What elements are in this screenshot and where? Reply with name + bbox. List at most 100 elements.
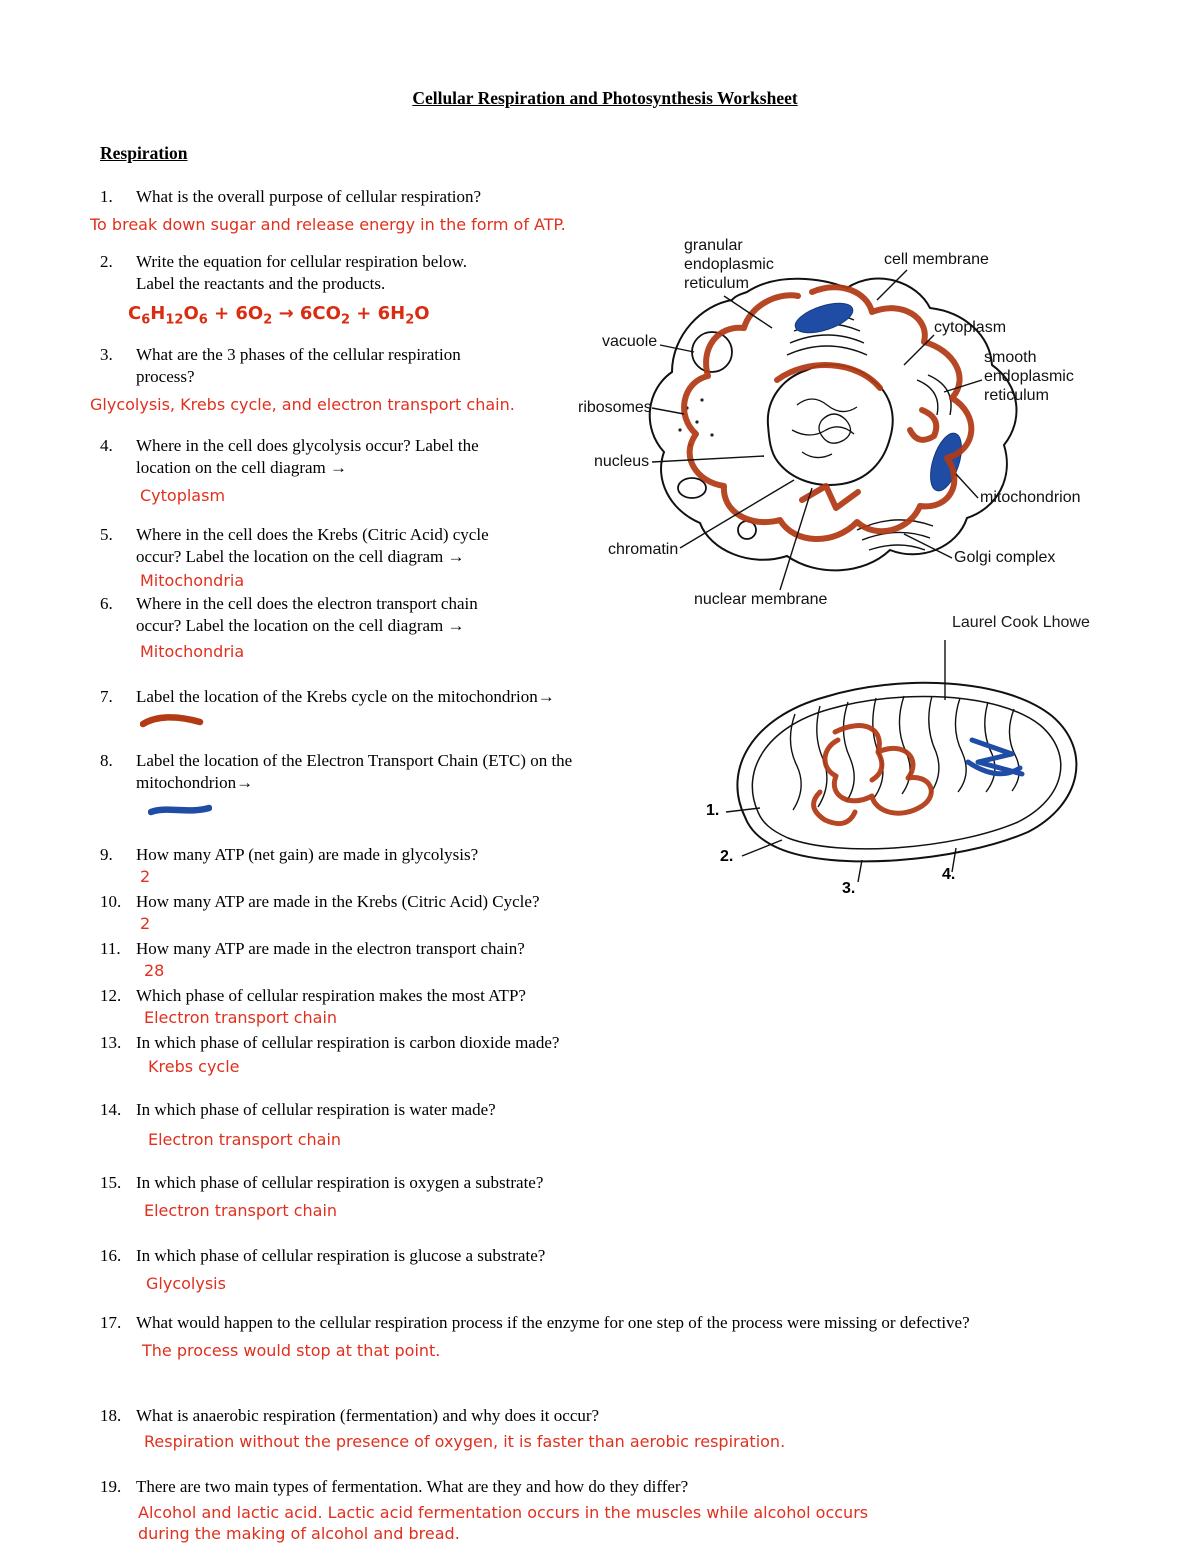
question-text: Label the location of the Electron Trans… [136,750,573,792]
question-text: How many ATP (net gain) are made in glyc… [136,844,479,864]
question-text: In which phase of cellular respiration i… [136,1172,544,1192]
question-7: 7. Label the location of the Krebs cycle… [100,686,1110,708]
answer-16: Glycolysis [146,1273,226,1293]
question-number: 15. [100,1172,122,1192]
label-nucleus: nucleus [594,453,650,470]
label-nuclear-membrane: nuclear membrane [694,591,828,608]
label-granular-er: granular endoplasmic reticulum [684,237,774,292]
question-number: 11. [100,938,121,958]
question-text: Label the location of the Krebs cycle on… [136,686,555,706]
question-number: 8. [100,750,113,770]
mito-number-1: 1. [706,802,720,819]
cell-outline [648,277,1018,572]
krebs-location-mark [140,712,1110,730]
mitochondrion-outline [736,681,1078,863]
section-heading: Respiration [100,143,188,163]
question-6: 6. Where in the cell does the electron t… [100,593,1110,637]
red-marker-stroke [140,713,204,727]
label-cell-membrane: cell membrane [884,251,989,268]
answer-17: The process would stop at that point. [142,1340,441,1360]
nucleus [766,363,894,486]
question-11: 11. How many ATP are made in the electro… [100,938,1110,960]
label-ribosomes: ribosomes [578,399,652,416]
blue-marker-stroke [148,804,212,815]
question-number: 5. [100,524,113,544]
answer-6: Mitochondria [140,641,245,661]
question-19: 19. There are two main types of fermenta… [100,1476,1110,1498]
question-number: 7. [100,686,113,706]
cell-diagram: granular endoplasmic reticulum cell memb… [572,230,1130,630]
answer-13: Krebs cycle [148,1056,240,1076]
ribosome-dots [678,398,714,447]
question-number: 16. [100,1245,122,1265]
label-mitochondrion: mitochondrion [980,489,1081,506]
question-number: 18. [100,1405,122,1425]
question-2: 2. Write the equation for cellular respi… [100,251,1110,295]
question-text: In which phase of cellular respiration i… [136,1099,496,1119]
mito-number-4: 4. [942,866,956,883]
answer-12: Electron transport chain [144,1007,338,1027]
question-3: 3. What are the 3 phases of the cellular… [100,344,1110,388]
question-text: Where in the cell does glycolysis occur?… [136,435,479,477]
question-18: 18. What is anaerobic respiration (ferme… [100,1405,1110,1427]
worksheet-content: Cellular Respiration and Photosynthesis … [90,88,1110,1544]
etc-blue-scribble [965,737,1025,777]
question-number: 4. [100,435,113,455]
mito-number-2: 2. [720,848,734,865]
equation-answer: C6H12O6 + 6O2 → 6CO2 + 6H2O [128,303,430,328]
question-number: 6. [100,593,113,613]
question-12: 12. Which phase of cellular respiration … [100,985,1110,1007]
question-number: 3. [100,344,113,364]
answer-3: Glycolysis, Krebs cycle, and electron tr… [90,394,515,414]
question-5: 5. Where in the cell does the Krebs (Cit… [100,524,1110,568]
red-marker-scribble [681,284,975,542]
question-8: 8. Label the location of the Electron Tr… [100,750,1110,794]
chromatin-squiggles [791,398,858,459]
answer-5: Mitochondria [140,570,245,590]
mito-number-3: 3. [842,880,856,897]
question-number: 14. [100,1099,122,1119]
question-text: In which phase of cellular respiration i… [136,1032,560,1052]
label-smooth-er: smooth endoplasmic reticulum [984,349,1074,404]
question-text: How many ATP are made in the electron tr… [136,938,525,958]
question-16: 16. In which phase of cellular respirati… [100,1245,1110,1267]
cristae-folds [789,695,1020,811]
answer-18: Respiration without the presence of oxyg… [144,1431,786,1451]
diagram-pointer-lines [725,640,957,883]
question-text: What is anaerobic respiration (fermentat… [136,1405,600,1425]
answer-10: 2 [140,913,151,933]
label-vacuole: vacuole [602,333,658,350]
question-17: 17. What would happen to the cellular re… [100,1312,1110,1334]
question-text: How many ATP are made in the Krebs (Citr… [136,891,540,911]
answer-15: Electron transport chain [144,1200,338,1220]
etc-location-mark [148,802,1110,820]
mitochondrion-diagram: Laurel Cook Lhowe 1. 2. 3. 4. [700,612,1130,912]
question-number: 13. [100,1032,122,1052]
question-text: In which phase of cellular respiration i… [136,1245,546,1265]
answer-14: Electron transport chain [148,1129,342,1149]
label-golgi-complex: Golgi complex [954,549,1056,566]
question-number: 2. [100,252,113,271]
question-9: 9. How many ATP (net gain) are made in g… [100,844,1110,866]
question-text: Where in the cell does the electron tran… [136,593,478,635]
question-text: What is the overall purpose of cellular … [136,187,482,206]
question-number: 12. [100,985,122,1005]
answer-1: To break down sugar and release energy i… [90,215,566,234]
label-chromatin: chromatin [608,541,679,558]
page-title: Cellular Respiration and Photosynthesis … [412,88,798,108]
mitochondrion-inner-membrane [751,695,1062,850]
illustrator-credit: Laurel Cook Lhowe [952,614,1090,631]
label-cytoplasm: cytoplasm [934,319,1007,336]
answer-4: Cytoplasm [140,485,226,505]
answer-19: Alcohol and lactic acid. Lactic acid fer… [138,1502,869,1543]
question-4: 4. Where in the cell does glycolysis occ… [100,435,1110,479]
krebs-red-scribble [811,723,934,827]
pointer-lines [651,269,983,591]
question-number: 9. [100,844,113,864]
answer-11: 28 [144,960,165,980]
question-text: Write the equation for cellular respirat… [136,252,468,293]
question-13: 13. In which phase of cellular respirati… [100,1032,1110,1054]
question-15: 15. In which phase of cellular respirati… [100,1172,1110,1194]
question-number: 17. [100,1312,122,1332]
